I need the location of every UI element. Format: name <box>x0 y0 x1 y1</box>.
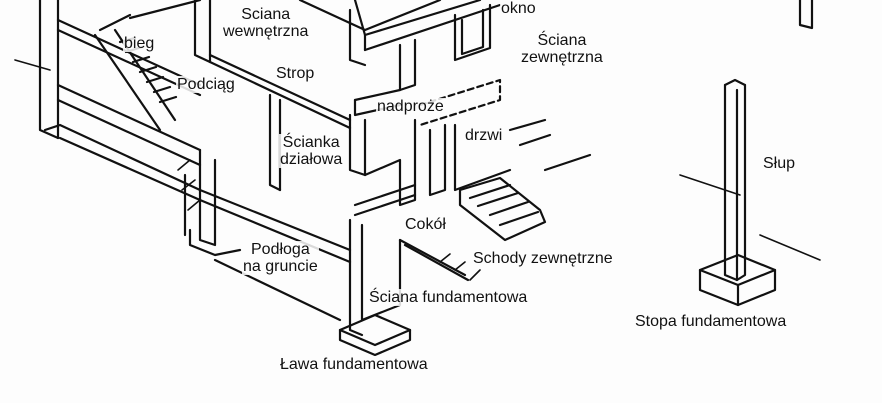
label-podloga-na-gruncie: Podłoga na gruncie <box>242 241 319 275</box>
label-sciana-wewnetrzna-line2: wewnętrzna <box>223 23 309 40</box>
label-slup: Słup <box>762 155 797 172</box>
label-podciag: Podciąg <box>176 76 236 93</box>
label-stopa-fundamentowa: Stopa fundamentowa <box>634 313 788 330</box>
door <box>453 118 552 192</box>
label-scianka-dzialowa: Ścianka działowa <box>279 134 344 168</box>
label-sciana-zewnetrzna-line1: Ściana <box>537 32 587 49</box>
basement <box>183 173 342 322</box>
label-cokol: Cokół <box>404 216 447 233</box>
label-bieg: bieg <box>123 35 156 52</box>
window <box>453 3 492 62</box>
label-podloga-line2: na gruncie <box>243 258 318 275</box>
label-scianka-dzialowa-line1: Ścianka <box>282 134 340 151</box>
label-sciana-fundamentowa: Ściana fundamentowa <box>368 289 529 306</box>
column-footing <box>698 253 777 307</box>
interior-wall-upper <box>193 0 352 130</box>
column <box>723 0 814 282</box>
label-okno: okno <box>500 0 537 17</box>
upper-floor <box>298 0 502 67</box>
ground-lines <box>14 59 821 281</box>
label-sciana-zewnetrzna-line2: zewnętrzna <box>521 49 603 66</box>
lintel <box>418 78 502 127</box>
stair-run <box>93 0 202 132</box>
label-sciana-wewnetrzna-line1: Sciana <box>241 6 291 23</box>
label-drzwi: drzwi <box>464 127 504 144</box>
external-stairs <box>458 153 592 242</box>
label-strop: Strop <box>275 65 316 82</box>
strip-footing <box>338 313 412 357</box>
label-sciana-wewnetrzna: Sciana wewnętrzna <box>222 6 310 40</box>
label-schody-zewnetrzne: Schody zewnętrzne <box>472 250 614 267</box>
label-sciana-zewnetrzna: Ściana zewnętrzna <box>520 32 604 66</box>
foundation-wall <box>348 218 470 337</box>
label-podloga-line1: Podłoga <box>251 241 310 258</box>
label-scianka-dzialowa-line2: działowa <box>280 151 343 168</box>
label-nadproze: nadproże <box>376 98 445 115</box>
exterior-wall-ground <box>353 118 447 217</box>
label-lawa-fundamentowa: Ława fundamentowa <box>279 356 429 373</box>
